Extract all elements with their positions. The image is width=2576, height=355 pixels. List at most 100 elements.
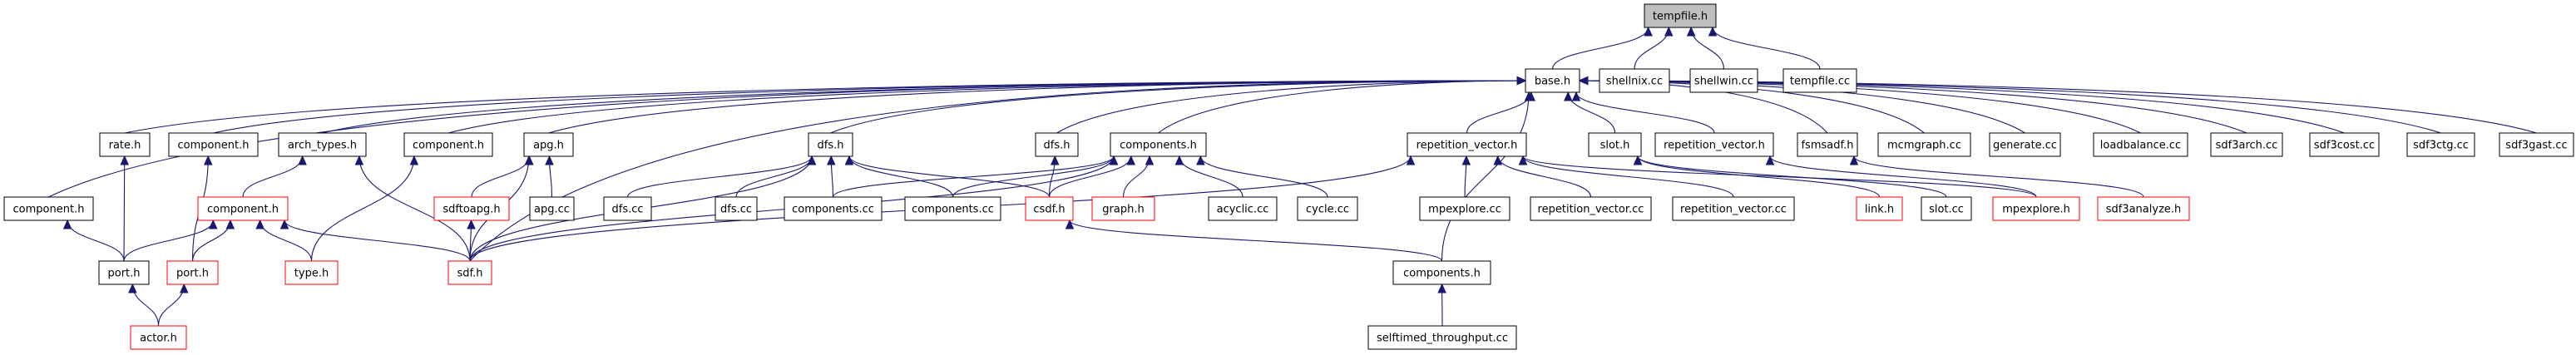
node-box[interactable] <box>1407 132 1527 157</box>
node-mcmgraph-cc[interactable]: mcmgraph.cc <box>1877 132 1971 157</box>
node-box[interactable] <box>1297 196 1358 221</box>
node-sdf3analyze-h[interactable]: sdf3analyze.h <box>2097 196 2190 221</box>
node-components-cc-b[interactable]: components.cc <box>904 196 1001 221</box>
node-box[interactable] <box>1856 196 1903 221</box>
node-box[interactable] <box>1525 68 1580 93</box>
node-csdf-h[interactable]: csdf.h <box>1025 196 1074 221</box>
node-box[interactable] <box>447 260 492 285</box>
node-box[interactable] <box>1921 196 1972 221</box>
node-box[interactable] <box>1782 68 1857 93</box>
node-link-h[interactable]: link.h <box>1856 196 1903 221</box>
node-box[interactable] <box>784 196 883 221</box>
node-graph-h[interactable]: graph.h <box>1091 196 1155 221</box>
node-box[interactable] <box>2406 132 2475 157</box>
node-dfs-cc-b[interactable]: dfs.cc <box>714 196 758 221</box>
node-box[interactable] <box>1672 196 1795 221</box>
node-box[interactable] <box>603 196 652 221</box>
node-box[interactable] <box>1599 68 1670 93</box>
node-box[interactable] <box>433 196 510 221</box>
node-components-h-b[interactable]: components.h <box>1392 260 1491 285</box>
node-port-h-a[interactable]: port.h <box>98 260 150 285</box>
node-tempfile-cc[interactable]: tempfile.cc <box>1782 68 1857 93</box>
node-sdf3cost-cc[interactable]: sdf3cost.cc <box>2309 132 2380 157</box>
node-box[interactable] <box>2093 132 2188 157</box>
node-mpexplore-cc[interactable]: mpexplore.cc <box>1419 196 1510 221</box>
node-component-h-a[interactable]: component.h <box>168 132 259 157</box>
node-shellwin-cc[interactable]: shellwin.cc <box>1689 68 1758 93</box>
node-shellnix-cc[interactable]: shellnix.cc <box>1599 68 1670 93</box>
node-box[interactable] <box>1025 196 1074 221</box>
node-base-h[interactable]: base.h <box>1525 68 1580 93</box>
node-arch-types-h[interactable]: arch_types.h <box>278 132 367 157</box>
node-repetition-vector-h-a[interactable]: repetition_vector.h <box>1407 132 1527 157</box>
node-box[interactable] <box>278 132 367 157</box>
node-selftimed-throughput-cc[interactable]: selftimed_throughput.cc <box>1367 325 1517 350</box>
node-box[interactable] <box>1989 132 2061 157</box>
node-type-h[interactable]: type.h <box>284 260 339 285</box>
node-apg-h[interactable]: apg.h <box>523 132 574 157</box>
node-sdf-h[interactable]: sdf.h <box>447 260 492 285</box>
node-repetition-vector-h-b[interactable]: repetition_vector.h <box>1654 132 1774 157</box>
node-mpexplore-h[interactable]: mpexplore.h <box>1992 196 2080 221</box>
node-box[interactable] <box>1208 196 1278 221</box>
node-box[interactable] <box>1689 68 1758 93</box>
node-box[interactable] <box>1035 132 1079 157</box>
node-box[interactable] <box>1419 196 1510 221</box>
node-box[interactable] <box>168 132 259 157</box>
node-slot-h[interactable]: slot.h <box>1588 132 1642 157</box>
node-box[interactable] <box>1992 196 2080 221</box>
node-box[interactable] <box>1367 325 1517 350</box>
node-box[interactable] <box>284 260 339 285</box>
node-repetition-vector-cc-a[interactable]: repetition_vector.cc <box>1530 196 1652 221</box>
node-rate-h[interactable]: rate.h <box>99 132 151 157</box>
node-actor-h[interactable]: actor.h <box>130 325 187 350</box>
node-box[interactable] <box>403 132 493 157</box>
node-cycle-cc[interactable]: cycle.cc <box>1297 196 1358 221</box>
node-sdf3ctg-cc[interactable]: sdf3ctg.cc <box>2406 132 2475 157</box>
node-box[interactable] <box>2499 132 2574 157</box>
node-box[interactable] <box>529 196 575 221</box>
node-box[interactable] <box>130 325 187 350</box>
node-loadbalance-cc[interactable]: loadbalance.cc <box>2093 132 2188 157</box>
node-component-h-c[interactable]: component.h <box>3 196 94 221</box>
node-box[interactable] <box>98 260 150 285</box>
node-port-h-b[interactable]: port.h <box>166 260 219 285</box>
node-box[interactable] <box>197 196 289 221</box>
node-components-h-a[interactable]: components.h <box>1110 132 1207 157</box>
node-tempfile-h[interactable]: tempfile.h <box>1644 3 1717 28</box>
node-dfs-h-a[interactable]: dfs.h <box>808 132 853 157</box>
node-generate-cc[interactable]: generate.cc <box>1989 132 2061 157</box>
node-repetition-vector-cc-b[interactable]: repetition_vector.cc <box>1672 196 1795 221</box>
node-sdf3gast-cc[interactable]: sdf3gast.cc <box>2499 132 2574 157</box>
node-components-cc-a[interactable]: components.cc <box>784 196 883 221</box>
node-fsmsadf-h[interactable]: fsmsadf.h <box>1797 132 1858 157</box>
node-box[interactable] <box>2097 196 2190 221</box>
node-box[interactable] <box>1091 196 1155 221</box>
node-apg-cc[interactable]: apg.cc <box>529 196 575 221</box>
node-box[interactable] <box>3 196 94 221</box>
node-component-h-d[interactable]: component.h <box>197 196 289 221</box>
node-box[interactable] <box>1644 3 1717 28</box>
node-sdftoapg-h[interactable]: sdftoapg.h <box>433 196 510 221</box>
node-box[interactable] <box>904 196 1001 221</box>
node-acyclic-cc[interactable]: acyclic.cc <box>1208 196 1278 221</box>
node-box[interactable] <box>1877 132 1971 157</box>
node-box[interactable] <box>1654 132 1774 157</box>
node-box[interactable] <box>523 132 574 157</box>
node-dfs-cc-a[interactable]: dfs.cc <box>603 196 652 221</box>
node-box[interactable] <box>1530 196 1652 221</box>
node-box[interactable] <box>1797 132 1858 157</box>
node-box[interactable] <box>1588 132 1642 157</box>
node-box[interactable] <box>2210 132 2283 157</box>
node-box[interactable] <box>166 260 219 285</box>
node-box[interactable] <box>714 196 758 221</box>
node-sdf3arch-cc[interactable]: sdf3arch.cc <box>2210 132 2283 157</box>
node-dfs-h-b[interactable]: dfs.h <box>1035 132 1079 157</box>
node-box[interactable] <box>2309 132 2380 157</box>
node-box[interactable] <box>99 132 151 157</box>
node-slot-cc[interactable]: slot.cc <box>1921 196 1972 221</box>
node-component-h-b[interactable]: component.h <box>403 132 493 157</box>
node-box[interactable] <box>1110 132 1207 157</box>
node-box[interactable] <box>1392 260 1491 285</box>
node-box[interactable] <box>808 132 853 157</box>
